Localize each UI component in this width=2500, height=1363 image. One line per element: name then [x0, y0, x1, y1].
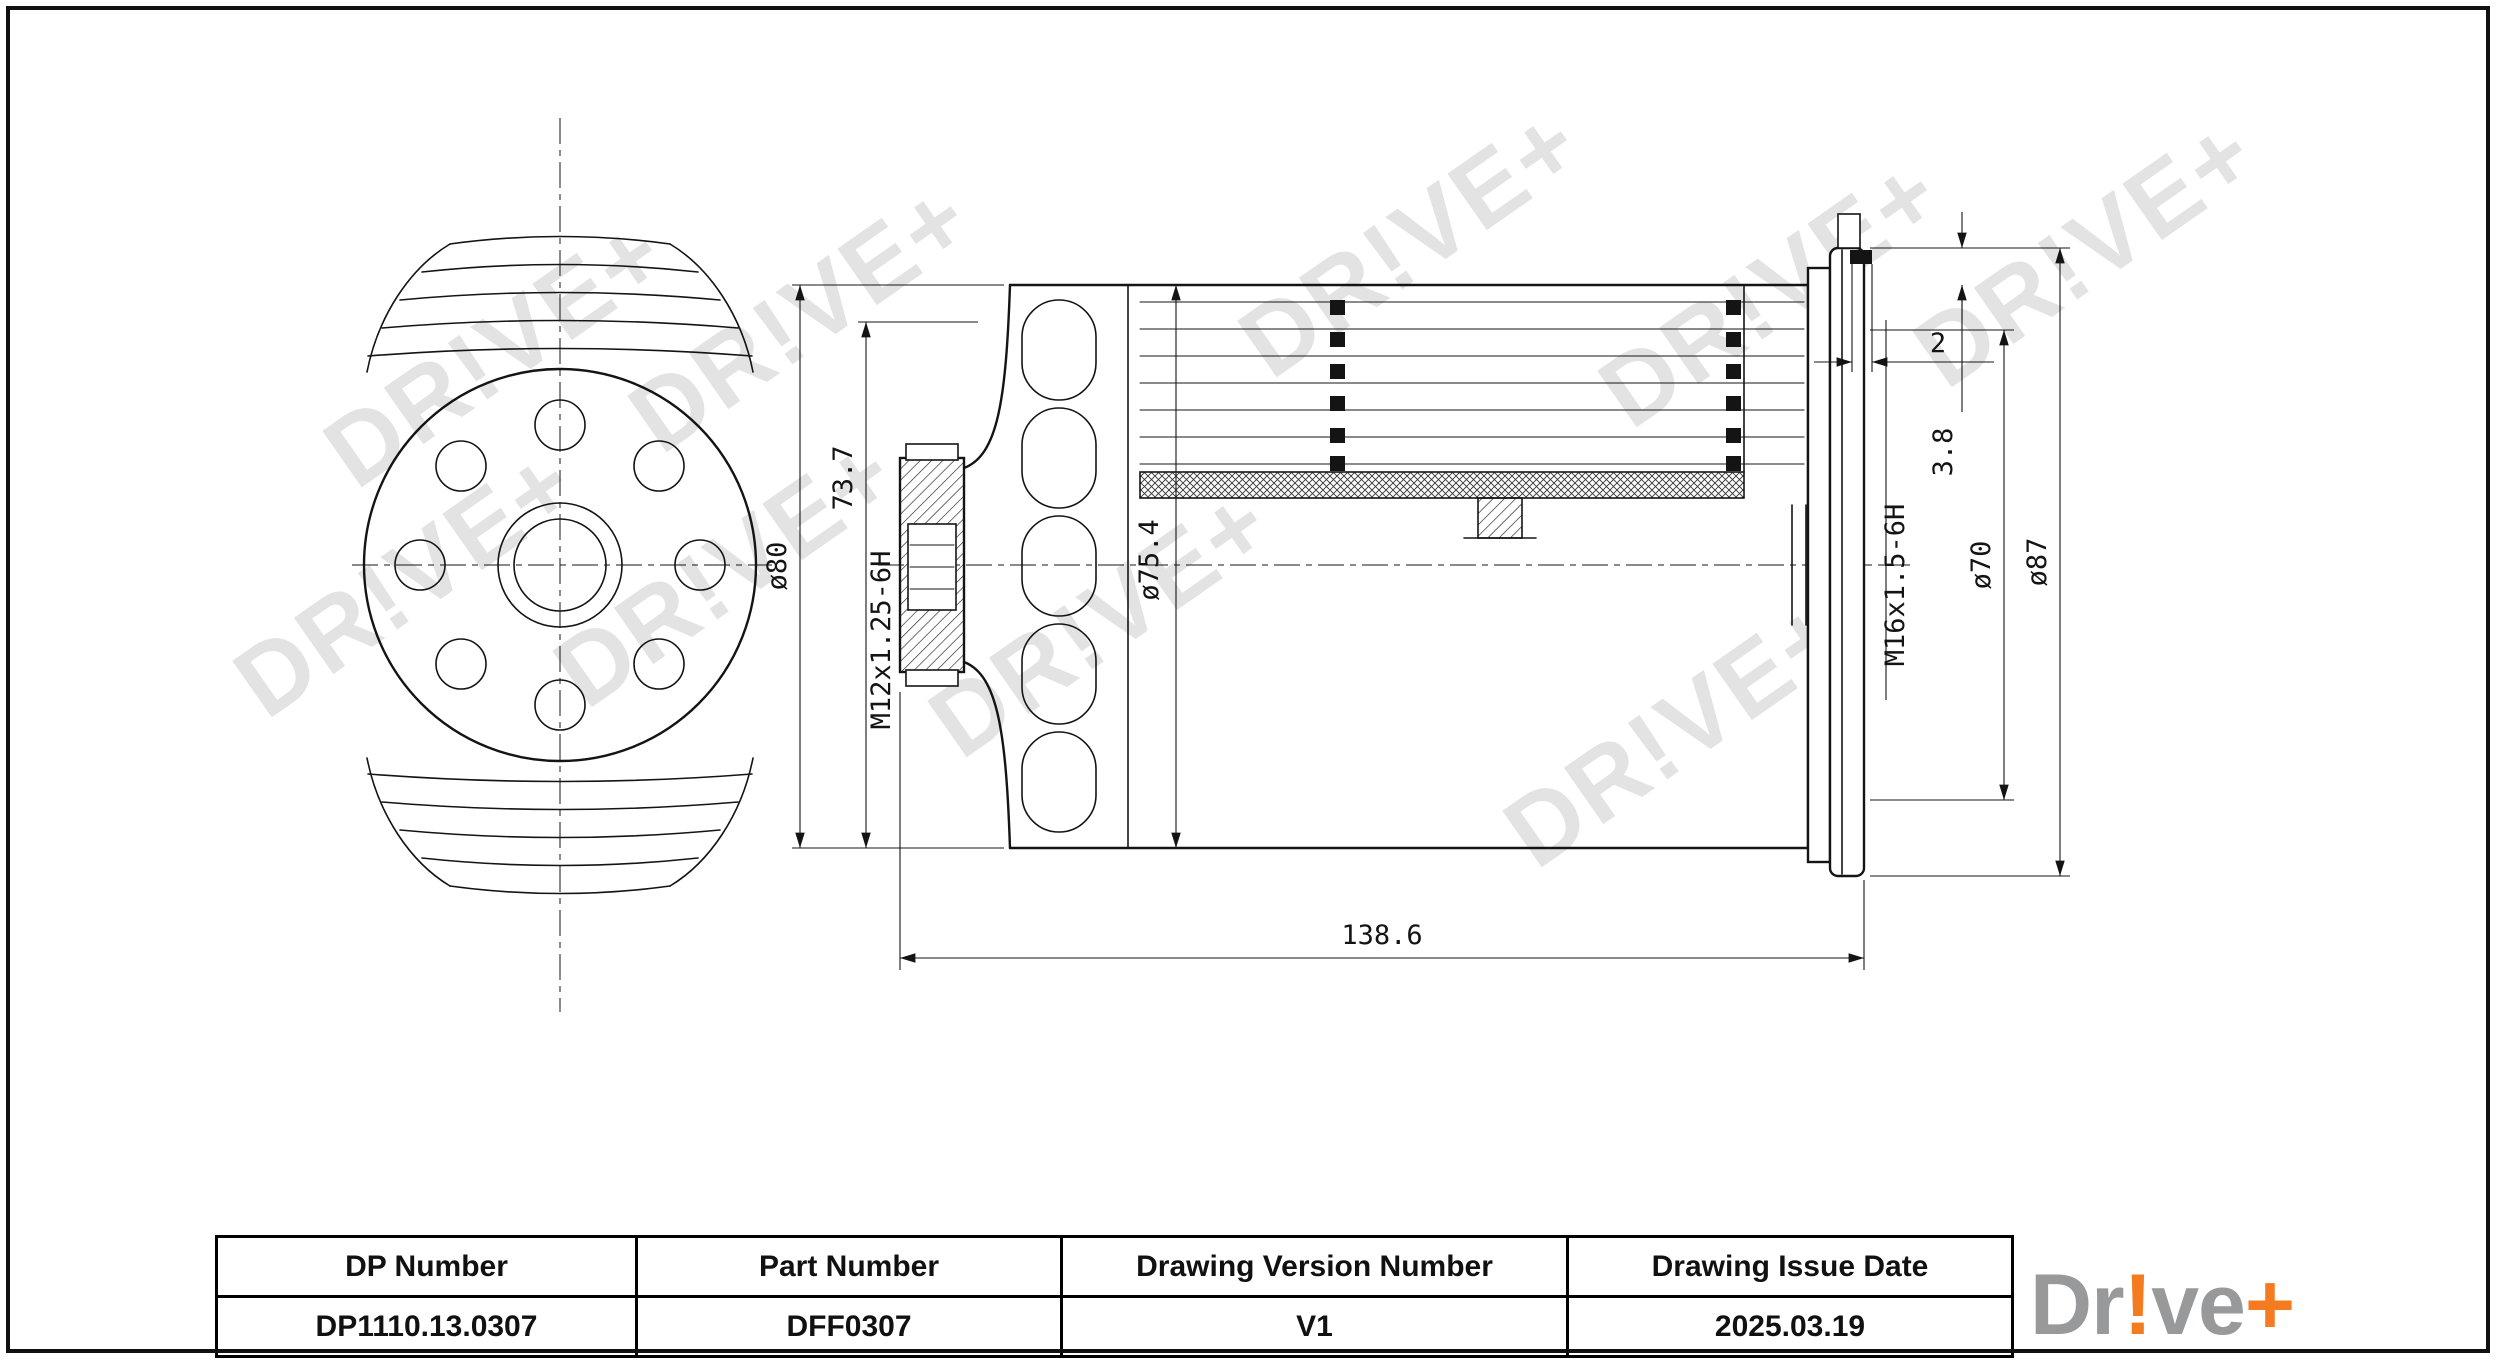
dim-label-seal-width: 2 — [1930, 328, 1946, 359]
inlet-port-bottom-cap — [905, 669, 959, 687]
side-view — [898, 213, 1872, 878]
bolt-holes — [394, 399, 726, 731]
front-face-outline — [362, 367, 758, 763]
dim-label-dia-70: ø70 — [1966, 541, 1997, 590]
element-section-marks — [1330, 300, 1741, 471]
bottom-shoulder — [962, 660, 1012, 850]
end-flange — [1828, 246, 1866, 878]
dim-dia-70: ø70 — [1870, 329, 2014, 801]
logo-plus: + — [2244, 1257, 2295, 1353]
title-block-table: DP Number Part Number Drawing Version Nu… — [215, 1235, 2014, 1358]
watermark: DR!VE+ — [1220, 85, 1602, 399]
dim-overall-length: 138.6 — [899, 692, 1865, 970]
top-nipple — [1837, 213, 1861, 249]
centerlines — [352, 118, 1910, 1012]
col-header-issue-date: Drawing Issue Date — [1566, 1235, 2014, 1298]
dim-dia-87: ø87 — [1870, 247, 2070, 877]
watermark: DR!VE+ — [910, 465, 1292, 779]
title-block-header-row: DP Number Part Number Drawing Version Nu… — [215, 1235, 2014, 1298]
col-header-dp-number: DP Number — [215, 1235, 638, 1298]
dim-73-7: 73.7 — [828, 321, 978, 848]
bellows-folds — [1021, 299, 1097, 833]
brand-logo: Dr!ve+ — [2030, 1256, 2295, 1355]
filter-element-pleats — [1139, 301, 1805, 465]
logo-text-dr: Dr — [2030, 1257, 2125, 1353]
bottom-bellows-bands — [366, 757, 754, 895]
center-hub-bore — [513, 518, 607, 612]
dim-label-thread-inlet: M12x1.25-6H — [866, 551, 897, 730]
center-hub-outer — [497, 502, 623, 628]
dim-label-73-7: 73.7 — [828, 445, 859, 510]
front-view — [362, 235, 758, 895]
dim-thread-inlet: M12x1.25-6H — [866, 551, 897, 730]
logo-exclamation: ! — [2123, 1257, 2153, 1353]
dp-number-value: DP1110.13.0307 — [215, 1295, 638, 1358]
seal-ring — [1850, 250, 1872, 264]
dim-dia-75-4: ø75.4 — [1134, 285, 1181, 848]
logo-text-ve: ve — [2151, 1257, 2246, 1353]
top-shoulder — [962, 283, 1012, 470]
issue-date-value: 2025.03.19 — [1566, 1295, 2014, 1358]
dim-label-seal-depth: 3.8 — [1928, 428, 1959, 477]
dim-label-dia-80: ø80 — [762, 542, 793, 591]
part-number-value: DFF0307 — [635, 1295, 1063, 1358]
dim-seal-width: 2 — [1814, 264, 1994, 372]
dim-label-thread-outlet: M16x1.5-6H — [1880, 504, 1911, 667]
col-header-drawing-version: Drawing Version Number — [1060, 1235, 1569, 1298]
end-cap-neck — [1806, 266, 1832, 864]
inlet-port-top-cap — [905, 443, 959, 461]
dim-dia-80: ø80 — [762, 284, 1004, 849]
dimensions: ø80 73.7 M12x1.25-6H ø75.4 138.6 — [762, 212, 2070, 970]
dim-label-dia-87: ø87 — [2022, 538, 2053, 587]
dim-thread-outlet: M16x1.5-6H — [1880, 320, 1911, 700]
dim-label-overall-length: 138.6 — [1341, 920, 1422, 951]
element-end-plate — [1139, 471, 1745, 499]
title-block-value-row: DP1110.13.0307 DFF0307 V1 2025.03.19 — [215, 1295, 2014, 1358]
dim-label-dia-75-4: ø75.4 — [1134, 519, 1165, 600]
top-bellows-bands — [366, 235, 754, 373]
center-spout — [1477, 497, 1523, 539]
col-header-part-number: Part Number — [635, 1235, 1063, 1298]
watermark: DR!VE+ — [1580, 135, 1962, 449]
drawing-version-value: V1 — [1060, 1295, 1569, 1358]
